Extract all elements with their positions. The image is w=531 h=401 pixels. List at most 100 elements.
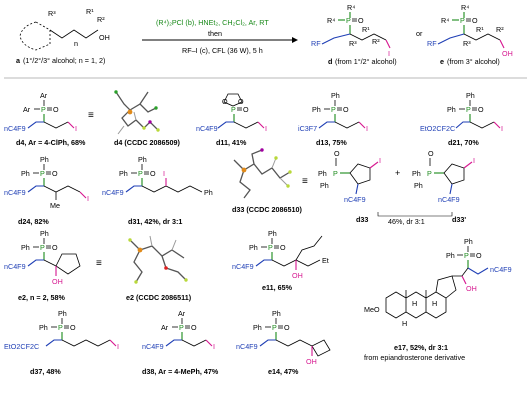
structure-bond <box>425 291 447 319</box>
structure-label: nC4F9 <box>102 188 124 197</box>
product-e-r4-top: R⁴ <box>461 3 469 12</box>
structure-bond <box>55 253 81 275</box>
structure-label: nC4F9 <box>4 188 26 197</box>
product-e-desc: (from 3° alcohol) <box>447 57 500 66</box>
structure-label: OH <box>466 284 477 293</box>
structure-label: O <box>53 105 59 114</box>
structure-bond <box>321 33 351 45</box>
product-d-o: O <box>358 16 364 25</box>
caption-d11: d11, 41% <box>216 138 247 147</box>
structure-bond <box>148 120 152 124</box>
product-d-desc: (from 1°/2° alcohol) <box>335 57 397 66</box>
structure-label: O <box>150 169 156 178</box>
equiv-d4: ≡ <box>88 110 94 121</box>
structure-label: P <box>40 243 45 252</box>
structure-label: Ph <box>268 229 277 238</box>
structure-label: O <box>52 243 58 252</box>
structure-label: P <box>464 251 469 260</box>
structure-label: P <box>268 243 273 252</box>
reagent-then: then <box>208 29 222 38</box>
structure-bond <box>358 121 366 129</box>
product-d: R⁴ R⁴ P O RF I R¹ R² R³ d (from 1°/2° al… <box>311 3 397 66</box>
product-e-rf: RF <box>427 39 437 48</box>
structure-bond <box>233 121 259 129</box>
caption-e2: e2, n = 2, 58% <box>18 293 66 302</box>
structure-label: O <box>476 251 482 260</box>
structure-label: O <box>343 105 349 114</box>
product-d-p: P <box>346 16 351 25</box>
structure-bond <box>149 235 177 251</box>
structure-bond <box>61 339 111 347</box>
structure-label: Ph <box>249 243 258 252</box>
structure-bond <box>274 156 278 160</box>
caption-d33-ccdc: d33 (CCDC 2086510) <box>232 205 303 214</box>
substrate-desc: (1°/2°/3° alcohol; n = 1, 2) <box>23 56 105 65</box>
structure-label: O <box>334 149 340 158</box>
structure-bond <box>241 167 247 173</box>
compound-d33-prime: O Ph Ph P I nC4F9 d33' <box>412 149 475 224</box>
structure-label: I <box>87 194 89 203</box>
structure-label: H <box>402 319 407 328</box>
structure-bond <box>275 339 313 347</box>
or-text: or <box>416 29 423 38</box>
reagent-line-2: RF–I (c), CFL (36 W), 5 h <box>182 46 263 55</box>
structure-bond <box>27 121 44 129</box>
structure-label: Ph <box>40 229 49 238</box>
structure-label: P <box>466 105 471 114</box>
product-e-oh: OH <box>502 49 513 58</box>
structure-label: O <box>70 323 76 332</box>
structure-label: Ph <box>464 237 473 246</box>
product-d-r1: R¹ <box>362 25 370 34</box>
structure-bond <box>443 163 465 185</box>
structure-label: I <box>473 156 475 165</box>
product-d-i: I <box>388 49 390 58</box>
structure-label: nC4F9 <box>142 342 164 351</box>
structure-bond <box>334 121 360 129</box>
structure-label: P <box>40 169 45 178</box>
structure-label: Ph <box>119 169 128 178</box>
structure-label: P <box>179 323 184 332</box>
general-scheme: R³ R¹ R² OH n a (1°/2°/3° alcohol; n = 1… <box>16 3 513 66</box>
structure-bond <box>164 266 168 270</box>
structure-bond <box>156 128 160 132</box>
structure-bond <box>271 157 289 187</box>
structure-bond <box>295 235 323 261</box>
structure-bond <box>449 183 453 195</box>
structure-bond <box>49 29 99 39</box>
product-e-o: O <box>472 16 478 25</box>
reagent-line-1: (R⁴)₂PCl (b), HNEt₂, CH₂Cl₂, Ar, RT <box>156 18 269 27</box>
structure-bond <box>355 183 359 195</box>
structure-label: O <box>238 97 244 106</box>
structure-label: P <box>331 105 336 114</box>
structure-label: I <box>163 169 165 178</box>
caption-d33-mixture: 46%, dr 3:1 <box>388 217 425 226</box>
structure-label: Ar <box>178 309 186 318</box>
mixture-bracket <box>377 212 453 217</box>
structure-label: Ph <box>312 105 321 114</box>
structure-label: P <box>138 169 143 178</box>
structure-bond <box>43 185 81 193</box>
structure-bond <box>79 191 87 199</box>
structure-label: nC4F9 <box>4 262 26 271</box>
structure-label: nC4F9 <box>196 124 218 133</box>
compound-d11: O O P O nC4F9 I d11, 41% <box>196 93 267 147</box>
plus-sign: + <box>395 168 400 178</box>
crystal-e2: e2 (CCDC 2086511) <box>126 235 192 302</box>
structure-bond <box>437 33 465 45</box>
caption-d38: d38, Ar = 4-MePh, 47% <box>142 367 219 376</box>
structure-label: OH <box>52 277 63 286</box>
structure-bond <box>257 121 265 129</box>
structure-label: EtO2CF2C <box>4 342 39 351</box>
structure-bond <box>467 267 489 275</box>
structure-bond <box>141 185 203 193</box>
structure-label: Ph <box>318 169 327 178</box>
structure-bond <box>217 121 234 129</box>
structure-bond <box>45 339 62 347</box>
structure-bond <box>288 170 292 174</box>
structure-label: Ph <box>272 309 281 318</box>
structure-label: Ph <box>138 155 147 164</box>
product-d-r2: R² <box>372 37 380 46</box>
caption-e14: e14, 47% <box>268 367 299 376</box>
structure-bond <box>129 239 187 283</box>
structure-label: I <box>75 124 77 133</box>
